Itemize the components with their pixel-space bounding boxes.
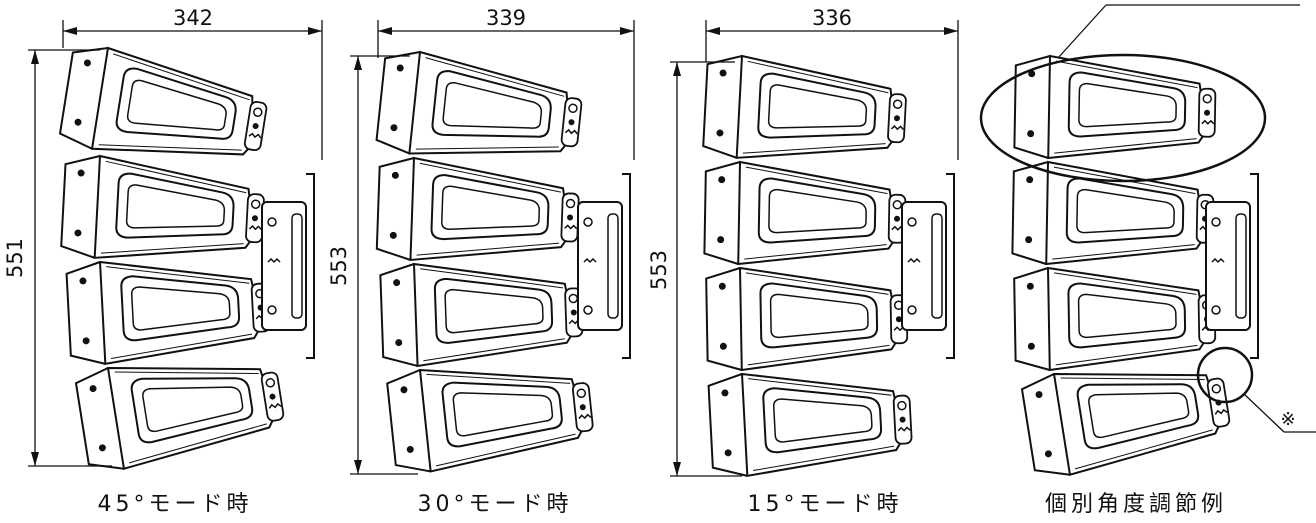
leader-line-detail [1243, 393, 1285, 433]
figure-individual-angle: ※ 個別角度調節例 [979, 4, 1316, 517]
width-dimension-30: 339 [377, 6, 635, 160]
figure-15-mode: 336 553 15°モード時 [647, 6, 959, 517]
leader-line-top [1057, 4, 1107, 59]
height-dimension-45: 551 [3, 49, 112, 467]
height-label: 553 [327, 246, 351, 286]
width-dimension-15: 336 [705, 6, 959, 160]
width-label: 339 [486, 6, 526, 30]
caption-45-mode: 45°モード時 [98, 492, 253, 517]
height-dimension-30: 553 [327, 55, 418, 475]
caption-15-mode: 15°モード時 [748, 492, 903, 517]
array-15 [701, 53, 955, 479]
highlight-ellipse [979, 53, 1267, 183]
array-45 [57, 41, 315, 476]
width-label: 342 [173, 6, 213, 30]
array-30 [374, 47, 631, 476]
caption-30-mode: 30°モード時 [418, 492, 573, 517]
figure-45-mode: 342 551 45°モード時 [3, 6, 323, 517]
note-mark: ※ [1280, 409, 1295, 430]
width-dimension-45: 342 [62, 6, 323, 160]
figure-30-mode: 339 553 30°モード時 [327, 6, 635, 517]
width-label: 336 [812, 6, 852, 30]
detail-circle [1196, 346, 1254, 404]
caption-individual-angle: 個別角度調節例 [1045, 492, 1227, 517]
height-label: 551 [3, 238, 27, 278]
array-individual [1011, 54, 1259, 482]
height-label: 553 [647, 250, 671, 290]
height-dimension-15: 553 [647, 61, 742, 477]
